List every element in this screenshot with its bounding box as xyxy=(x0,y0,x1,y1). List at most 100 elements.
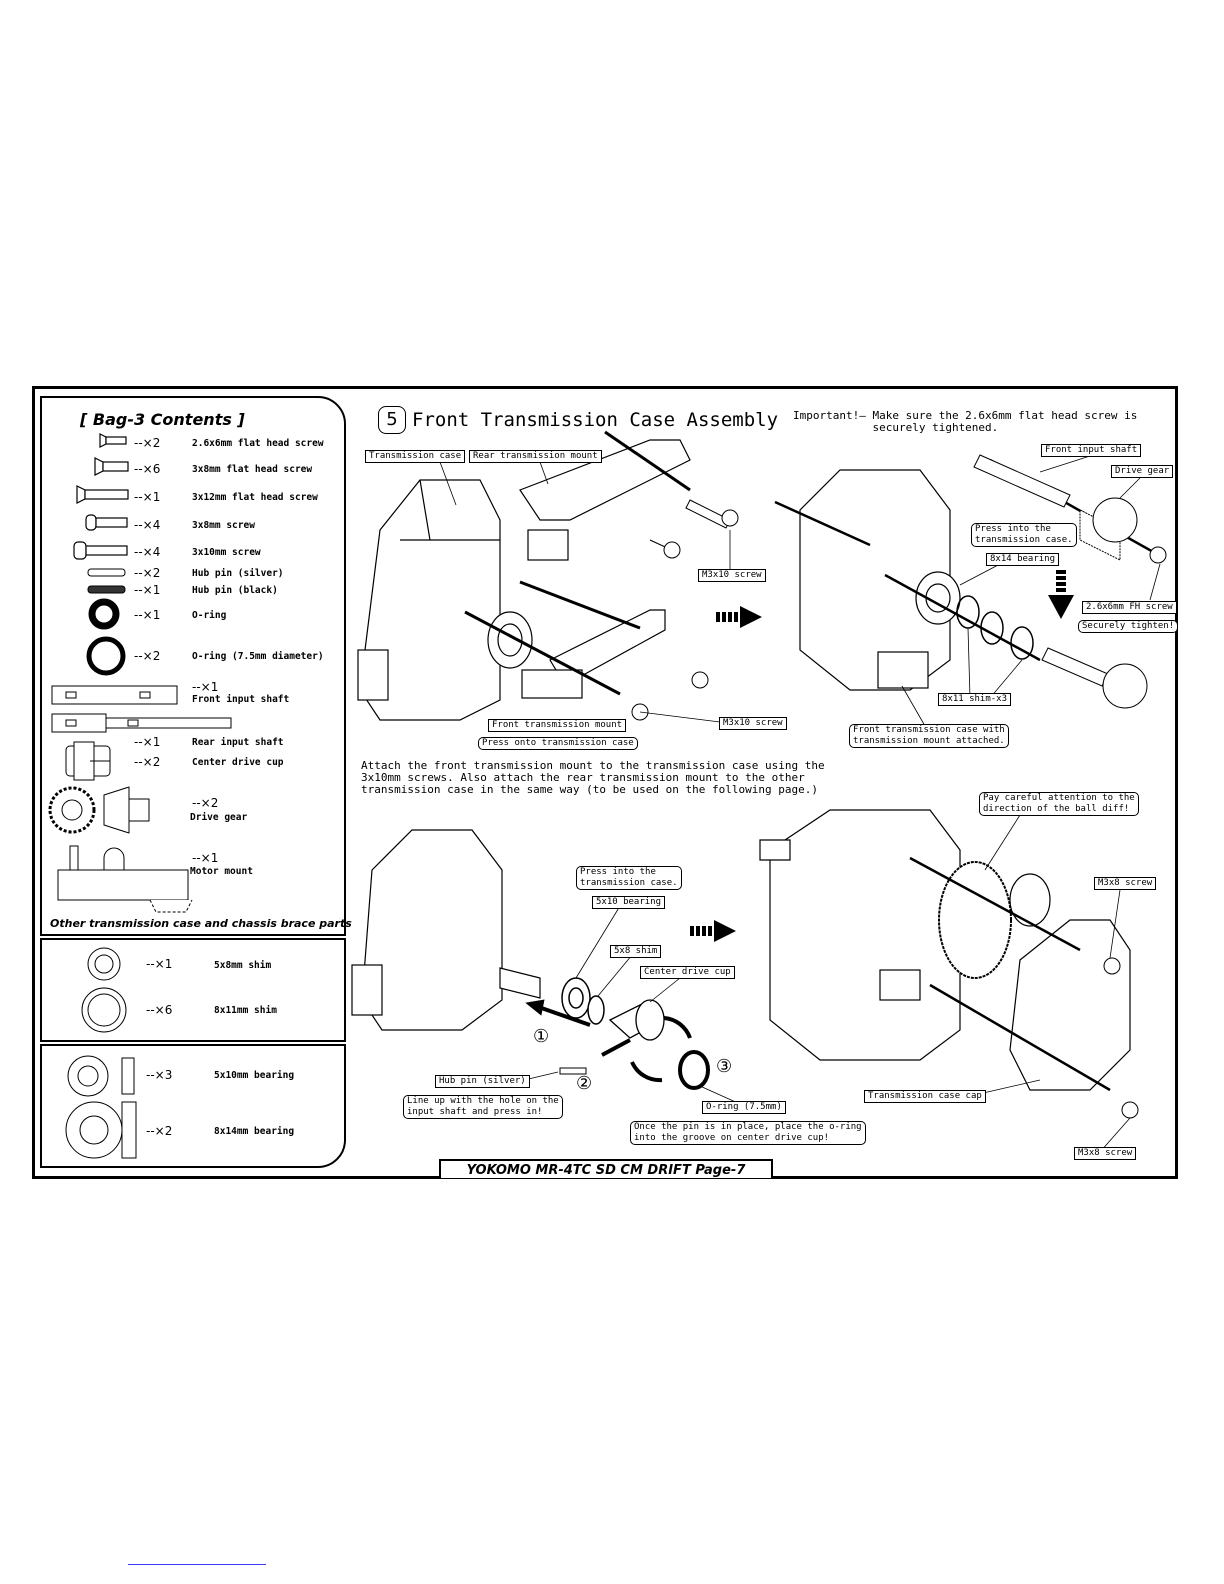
part-name: Center drive cup xyxy=(192,757,284,768)
bearing-small-icon xyxy=(67,1055,135,1097)
bearing-qty: --×3 xyxy=(146,1068,173,1082)
flat-head-screw-icon xyxy=(94,457,129,476)
callout-m3x8-screw: M3x8 screw xyxy=(1094,877,1157,890)
shim-name: 8x11mm shim xyxy=(214,1005,277,1016)
part-qty: --×2 xyxy=(134,436,161,450)
drive-gear-drawing xyxy=(1079,497,1148,709)
ball-diff-assembly-drawing xyxy=(759,809,1131,1091)
callout-fh-screw: 2.6x6mm FH screw xyxy=(1082,601,1177,614)
callout-m3x10-screw: M3x10 screw xyxy=(719,717,787,730)
part-name: Motor mount xyxy=(190,866,253,877)
part-name: 3x8mm screw xyxy=(192,520,255,531)
bag-title: [ Bag-3 Contents ] xyxy=(80,410,245,429)
shims-drawing xyxy=(956,595,1034,660)
callout-once-pin: Once the pin is in place, place the o-ri… xyxy=(630,1121,866,1145)
callout-8x11-shim: 8x11 shim-x3 xyxy=(938,693,1012,706)
cap-screw-long-icon xyxy=(73,541,128,560)
callout-transmission-case-cap: Transmission case cap xyxy=(864,1090,986,1103)
o-ring-icon xyxy=(88,598,120,630)
step-title: Front Transmission Case Assembly xyxy=(412,409,779,431)
part-name: 3x12mm flat head screw xyxy=(192,492,318,503)
callout-transmission-case: Transmission case xyxy=(365,450,466,463)
center-drive-cup-drawing xyxy=(608,999,668,1041)
m3x10-screw-drawing xyxy=(631,499,739,721)
bearing-name: 8x14mm bearing xyxy=(214,1126,295,1137)
part-name: O-ring (7.5mm diameter) xyxy=(192,651,324,662)
flat-head-screw-small-icon xyxy=(99,433,127,448)
hub-pin-silver-icon xyxy=(87,568,126,577)
cap-screw-icon xyxy=(85,514,128,531)
hub-pin-drawing xyxy=(559,1067,587,1075)
part-qty: --×1 xyxy=(192,680,219,694)
callout-center-drive-cup: Center drive cup xyxy=(640,966,735,979)
important-note: Important!— Make sure the 2.6x6mm flat h… xyxy=(793,409,1138,434)
front-mount-drawing xyxy=(521,609,666,699)
callout-5x10-bearing: 5x10 bearing xyxy=(592,896,666,909)
part-name: Drive gear xyxy=(190,812,248,823)
o-ring-drawing xyxy=(678,1050,710,1090)
callout-drive-gear: Drive gear xyxy=(1111,465,1174,478)
flat-head-screw-long-icon xyxy=(76,485,129,504)
bearing-name: 5x10mm bearing xyxy=(214,1070,295,1081)
part-qty: --×4 xyxy=(134,545,161,559)
part-name: Hub pin (silver) xyxy=(192,568,284,579)
callout-5x8-shim: 5x8 shim xyxy=(610,945,662,958)
rear-input-shaft-icon xyxy=(51,713,232,733)
callout-rear-mount: Rear transmission mount xyxy=(469,450,602,463)
callout-pay-attention: Pay careful attention to the direction o… xyxy=(979,792,1139,816)
shim-large-icon xyxy=(81,987,127,1033)
other-parts-title: Other transmission case and chassis brac… xyxy=(50,917,352,930)
front-case-drawing xyxy=(799,469,961,691)
part-name: Hub pin (black) xyxy=(192,585,278,596)
bearing-qty: --×2 xyxy=(146,1124,173,1138)
part-name: 2.6x6mm flat head screw xyxy=(192,438,324,449)
part-qty: --×2 xyxy=(134,649,161,663)
part-qty: --×2 xyxy=(134,755,161,769)
callout-line-up: Line up with the hole on the input shaft… xyxy=(403,1095,563,1119)
part-name: Rear input shaft xyxy=(192,737,284,748)
callout-hub-pin: Hub pin (silver) xyxy=(435,1075,530,1088)
front-input-shaft-icon xyxy=(51,685,178,705)
callout-m3x8-screw: M3x8 screw xyxy=(1074,1147,1137,1160)
callout-press-into: Press into the transmission case. xyxy=(971,523,1077,547)
hub-pin-black-icon xyxy=(87,585,126,594)
callout-securely-tighten: Securely tighten! xyxy=(1078,620,1179,633)
callout-press-into: Press into the transmission case. xyxy=(576,866,682,890)
step-marker-1: ① xyxy=(533,1026,550,1047)
part-qty: --×1 xyxy=(192,851,219,865)
part-name: O-ring xyxy=(192,610,227,621)
motor-mount-icon xyxy=(57,845,193,913)
part-qty: --×6 xyxy=(134,462,161,476)
step-marker-2: ② xyxy=(576,1073,593,1094)
part-qty: --×4 xyxy=(134,518,161,532)
part-name: Front input shaft xyxy=(192,694,290,705)
part-name: 3x10mm screw xyxy=(192,547,261,558)
instruction-text: Attach the front transmission mount to t… xyxy=(361,759,825,796)
case-bearing-drawing xyxy=(351,829,541,1031)
center-drive-cup-icon xyxy=(65,741,111,781)
part-name: 3x8mm flat head screw xyxy=(192,464,313,475)
arrow-right-icon xyxy=(716,606,762,628)
step-number: 5 xyxy=(378,406,406,434)
part-qty: --×2 xyxy=(134,566,161,580)
front-input-shaft-drawing xyxy=(973,454,1109,687)
page-footer: YOKOMO MR-4TC SD CM DRIFT Page-7 xyxy=(439,1159,773,1178)
footer-link-line xyxy=(128,1564,266,1565)
arrow-down-icon xyxy=(1048,570,1074,619)
callout-o-ring: O-ring (7.5mm) xyxy=(702,1101,786,1114)
drive-gear-icon xyxy=(48,786,150,834)
callout-8x14-bearing: 8x14 bearing xyxy=(986,553,1060,566)
callout-front-input-shaft: Front input shaft xyxy=(1041,444,1142,457)
fh-screw-drawing xyxy=(1149,546,1167,564)
m3x8-screw-drawing xyxy=(1103,957,1139,1119)
callout-front-case-mount: Front transmission case with transmissio… xyxy=(849,724,1009,748)
part-qty: --×1 xyxy=(134,583,161,597)
o-ring-large-icon xyxy=(86,636,126,676)
bearing-large-icon xyxy=(65,1101,137,1159)
part-qty: --×1 xyxy=(134,735,161,749)
callout-press-onto: Press onto transmission case xyxy=(478,737,638,750)
arrow-right-icon xyxy=(690,920,736,942)
part-qty: --×1 xyxy=(134,490,161,504)
shim-qty: --×6 xyxy=(146,1003,173,1017)
